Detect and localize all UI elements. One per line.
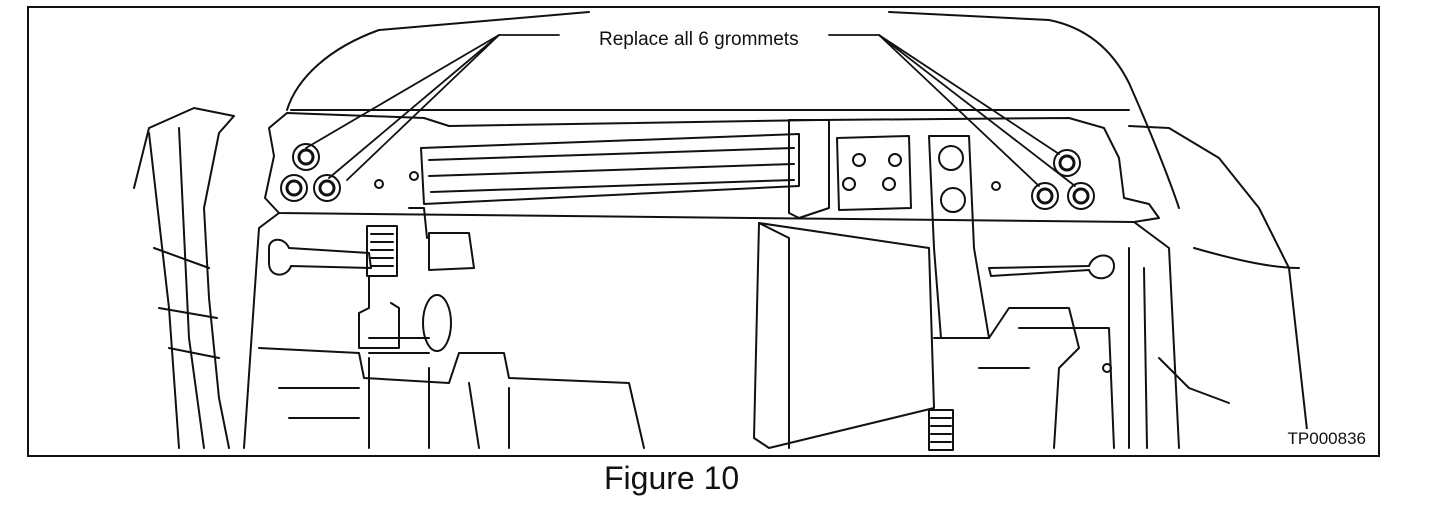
left-fender [133, 107, 235, 449]
upper-grille [420, 133, 800, 205]
left-bolt [358, 225, 452, 354]
latch-plate [836, 135, 912, 211]
fan-shroud [753, 222, 935, 449]
right-grommets [991, 149, 1095, 210]
radiator-support-panel [264, 112, 1160, 223]
figure-id: TP000836 [1285, 429, 1368, 449]
hood-outline [286, 11, 1180, 209]
lower-bolt [928, 409, 954, 451]
center-bracket [788, 119, 830, 219]
right-tube [988, 254, 1115, 280]
engine-bay-drawing [133, 11, 1310, 451]
lower-right-assembly [933, 307, 1080, 449]
left-grommets [280, 143, 419, 202]
callout-label: Replace all 6 grommets [595, 29, 803, 51]
lower-left-assembly [258, 347, 645, 449]
figure-caption: Figure 10 [604, 460, 740, 496]
callout-leaders [305, 34, 1076, 187]
right-fender [1128, 125, 1310, 449]
left-tube [268, 238, 372, 276]
figure-frame: Replace all 6 grommets TP000836 [27, 6, 1380, 457]
